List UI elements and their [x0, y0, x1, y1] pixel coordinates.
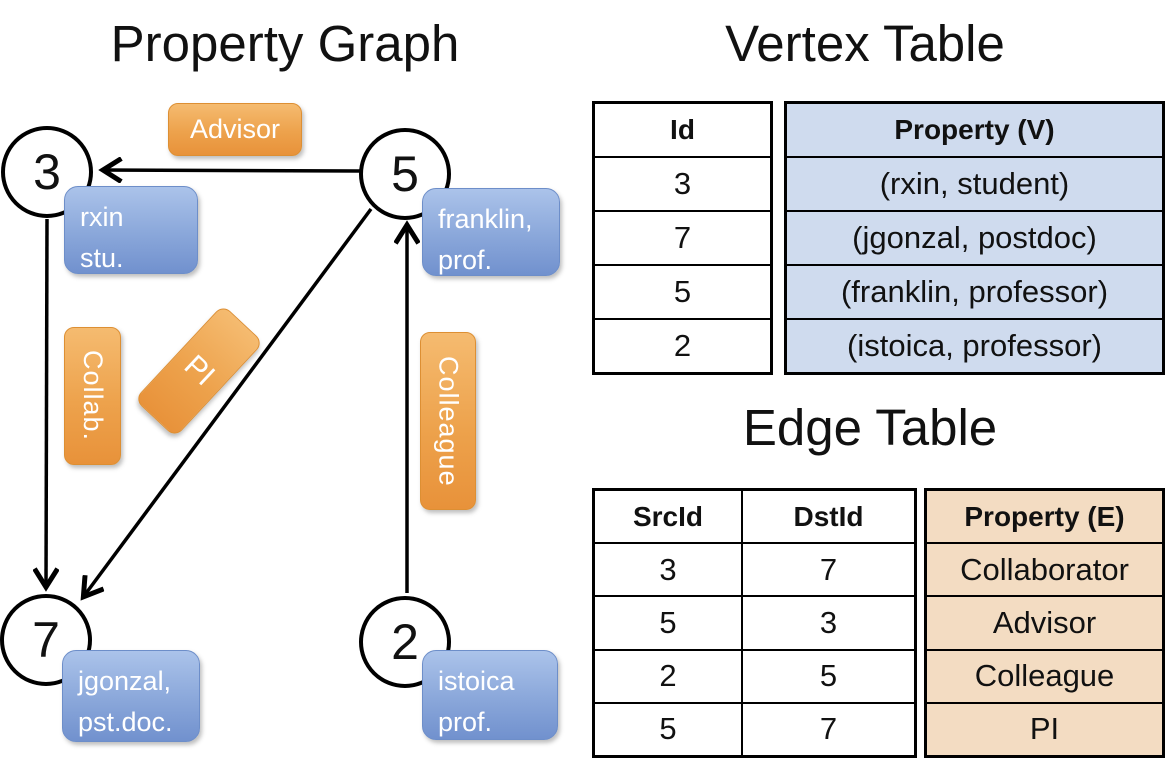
vertex-table-id-cell: 5 — [595, 264, 770, 318]
edge-table-srcid-cell: 5 — [595, 597, 743, 649]
vertex-label-istoica: istoica prof. — [422, 650, 558, 740]
edge-table-dstid-cell: 7 — [819, 711, 838, 747]
vertex-label-rxin-line1: rxin — [80, 202, 124, 232]
edge-label-advisor: Advisor — [168, 103, 302, 156]
node-3-id: 3 — [33, 144, 61, 200]
vertex-table-id-cell: 3 — [595, 156, 770, 210]
edge-table-property-cell: Colleague — [927, 648, 1162, 702]
vertex-table-property-column: Property (V) (rxin, student) (jgonzal, p… — [784, 101, 1165, 375]
node-5-id: 5 — [391, 146, 419, 202]
vertex-label-istoica-line2: prof. — [438, 706, 493, 737]
vertex-table-property-header: Property (V) — [787, 104, 1162, 156]
vertex-table-property-cell: (istoica, professor) — [787, 318, 1162, 372]
edge-label-collab-text: Collab. — [78, 350, 108, 442]
edge-label-colleague: Colleague — [420, 332, 476, 510]
node-2: 2 — [359, 596, 451, 688]
vertex-label-franklin-line1: franklin, — [438, 204, 533, 234]
edge-table-srcid-cell: 5 — [595, 703, 743, 756]
edge-advisor-5-to-3 — [104, 170, 361, 171]
edge-table-row: 2 5 — [595, 648, 914, 702]
edge-table-property-cell: PI — [927, 701, 1162, 756]
edge-table-srcid-cell: 3 — [595, 544, 743, 596]
edge-table-header-row: SrcId DstId — [595, 491, 914, 543]
edge-table-row: 3 7 — [595, 542, 914, 596]
edge-table-dstid-cell: 7 — [819, 551, 838, 587]
vertex-label-franklin-line2: prof. — [438, 244, 493, 275]
edge-collab-3-to-7 — [46, 218, 47, 586]
vertex-label-rxin-line2: stu. — [80, 242, 124, 273]
vertex-label-jgonzal: jgonzal, pst.doc. — [62, 650, 200, 742]
edge-label-colleague-text: Colleague — [433, 355, 464, 487]
vertex-label-franklin: franklin, prof. — [422, 188, 560, 276]
vertex-label-jgonzal-line2: pst.doc. — [78, 706, 173, 737]
edge-table-dstid-cell: 3 — [819, 605, 838, 640]
edge-table-row: 5 3 — [595, 595, 914, 649]
edge-table-title: Edge Table — [742, 399, 998, 456]
node-2-id: 2 — [391, 614, 419, 670]
edge-label-pi-text: PI — [177, 348, 221, 393]
edge-table-property-cell: Collaborator — [927, 542, 1162, 596]
vertex-table-title: Vertex Table — [725, 15, 1005, 72]
edge-table-property-header: Property (E) — [927, 491, 1162, 543]
vertex-label-rxin: rxin stu. — [64, 186, 198, 274]
edge-table-row: 5 7 — [595, 701, 914, 756]
edge-table-srcid-header: SrcId — [595, 491, 743, 543]
graph-edges — [0, 0, 585, 760]
edge-label-collab: Collab. — [64, 327, 121, 465]
node-5: 5 — [359, 128, 451, 220]
vertex-table-property-cell: (jgonzal, postdoc) — [787, 210, 1162, 264]
edge-table-id-columns: SrcId DstId 3 7 5 3 2 5 5 7 — [592, 488, 917, 758]
vertex-label-jgonzal-line1: jgonzal, — [78, 666, 172, 696]
vertex-table-id-header: Id — [670, 114, 695, 145]
edge-pi-5-to-7 — [84, 207, 373, 596]
edge-table-dstid-header: DstId — [793, 500, 864, 532]
edge-table-property-column: Property (E) Collaborator Advisor Collea… — [924, 488, 1165, 758]
vertex-table-id-cell: 7 — [595, 210, 770, 264]
vertex-table-id-cell: 2 — [595, 318, 770, 372]
edge-table-property-cell: Advisor — [927, 595, 1162, 649]
property-graph-title: Property Graph — [110, 15, 460, 72]
edge-table-srcid-cell: 2 — [595, 650, 743, 702]
edge-table-dstid-cell: 5 — [819, 658, 838, 694]
vertex-table-property-cell: (franklin, professor) — [787, 264, 1162, 318]
vertex-table-property-cell: (rxin, student) — [787, 156, 1162, 210]
vertex-label-istoica-line1: istoica — [438, 666, 515, 696]
edge-label-advisor-text: Advisor — [189, 114, 281, 144]
node-7-id: 7 — [32, 612, 60, 668]
vertex-table-id-column: Id 3 7 5 2 — [592, 101, 773, 375]
